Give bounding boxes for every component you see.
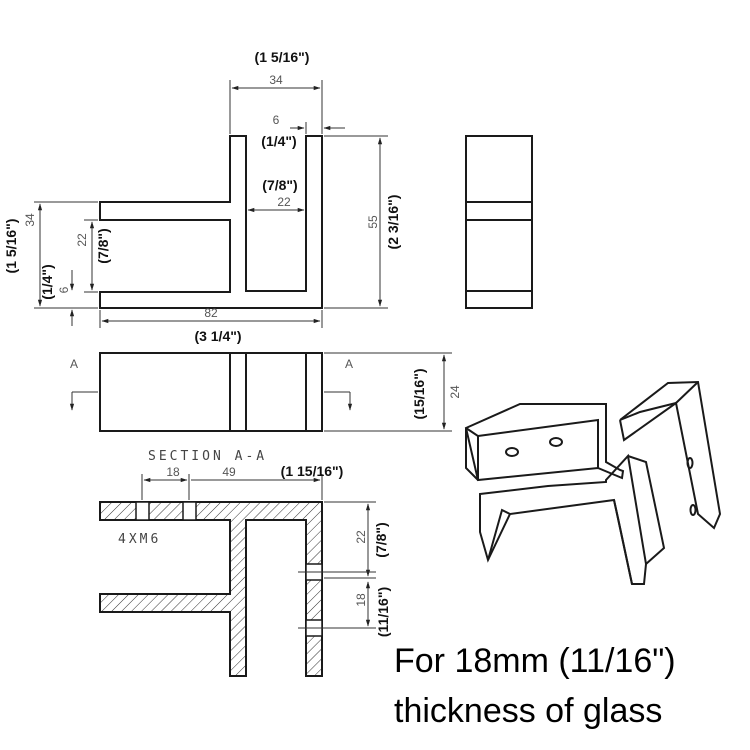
caption-line-2: thickness of glass bbox=[394, 692, 663, 730]
depth-mm: 24 bbox=[448, 385, 462, 399]
depth-in: (15/16") bbox=[411, 369, 427, 420]
left-wall-mm: 6 bbox=[57, 286, 71, 293]
section-gap-in: (7/8") bbox=[373, 522, 389, 557]
section-gap-mm: 22 bbox=[354, 530, 368, 544]
offset-in: (1 15/16") bbox=[281, 463, 344, 479]
side-view bbox=[465, 135, 533, 309]
top-gap-in: (7/8") bbox=[262, 177, 297, 193]
section-hatched-profile bbox=[99, 501, 323, 677]
top-wall-in: (1/4") bbox=[261, 133, 296, 149]
isometric-view bbox=[464, 380, 722, 585]
offset-mm: 49 bbox=[222, 465, 236, 479]
left-height-mm: 34 bbox=[23, 213, 37, 227]
top-view: 34 (1 5/16") 6 (1/4") 22 (7/8") 55 (2 3/… bbox=[3, 49, 401, 344]
screw-spec: 4XM6 bbox=[118, 532, 161, 547]
side-view-outline bbox=[465, 135, 533, 309]
front-view-outline bbox=[99, 352, 323, 432]
section-mark-right: A bbox=[345, 357, 353, 371]
iso-vertical-wall bbox=[619, 380, 722, 530]
front-view: A A 24 (15/16") bbox=[69, 352, 462, 432]
left-height-in: (1 5/16") bbox=[3, 219, 19, 274]
top-width-mm: 34 bbox=[269, 73, 283, 87]
hole-gap-mm: 18 bbox=[354, 593, 368, 607]
left-gap-mm: 22 bbox=[75, 233, 89, 247]
top-height-mm: 55 bbox=[366, 215, 380, 229]
iso-top-plate bbox=[464, 403, 625, 482]
section-view: SECTION A-A 18 49 (1 15/16") 4XM6 22 (7/… bbox=[99, 449, 391, 677]
section-mark-left: A bbox=[70, 357, 78, 371]
iso-lower-plate bbox=[479, 453, 648, 585]
top-view-outline bbox=[99, 135, 323, 309]
top-width-in: (1 5/16") bbox=[255, 49, 310, 65]
top-gap-mm: 22 bbox=[277, 195, 291, 209]
left-gap-in: (7/8") bbox=[95, 228, 111, 263]
hole-spacing-mm: 18 bbox=[166, 465, 180, 479]
length-mm: 82 bbox=[204, 306, 218, 320]
top-height-in: (2 3/16") bbox=[385, 195, 401, 250]
top-wall-mm: 6 bbox=[273, 113, 280, 127]
length-in: (3 1/4") bbox=[194, 328, 241, 344]
left-wall-in: (1/4") bbox=[39, 264, 55, 299]
hole-gap-in: (11/16") bbox=[375, 587, 391, 637]
section-title: SECTION A-A bbox=[148, 449, 267, 464]
caption-line-1: For 18mm (11/16") bbox=[394, 642, 676, 680]
